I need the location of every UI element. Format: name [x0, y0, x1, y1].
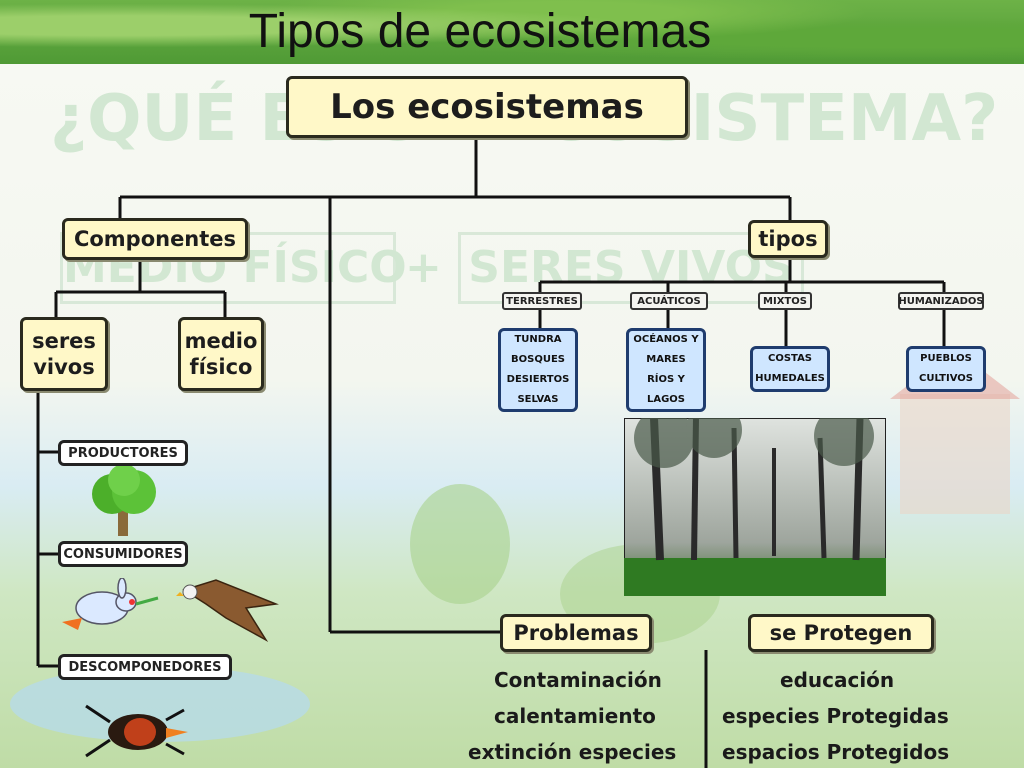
beetle-icon [85, 704, 188, 758]
consumidores-tag: CONSUMIDORES [58, 541, 188, 567]
terrestres-tag: TERRESTRES [502, 292, 582, 310]
root-node: Los ecosistemas [286, 76, 688, 138]
eagle-icon [176, 579, 279, 643]
protege-item: especies Protegidas [722, 704, 949, 728]
protege-item: espacios Protegidos [722, 740, 950, 764]
descomponedores-tag: DESCOMPONEDORES [58, 654, 232, 680]
rabbit-icon [62, 578, 159, 630]
acuaticos-tag: ACUÁTICOS [630, 292, 708, 310]
mixtos-tag: MIXTOS [758, 292, 812, 310]
humanizados-examples: PUEBLOS CULTIVOS [906, 346, 986, 392]
watermark-plus: + [405, 242, 442, 293]
problema-item: extinción especies [468, 740, 677, 764]
concept-map: ¿QUÉ ES UN ECOSISTEMA? MEDIO FÍSICO + SE… [0, 64, 1024, 768]
header-banner [0, 0, 1024, 64]
components-node: Componentes [62, 218, 248, 260]
mixtos-examples: COSTAS HUMEDALES [750, 346, 830, 392]
terrestres-examples: TUNDRA BOSQUES DESIERTOS SELVAS [498, 328, 578, 412]
forest-photo [624, 418, 886, 596]
problema-item: calentamiento [494, 704, 656, 728]
slide-title: Tipos de ecosistemas [248, 5, 712, 58]
productores-tag: PRODUCTORES [58, 440, 188, 466]
protege-item: educación [780, 668, 895, 692]
medio-fisico-node: medio físico [178, 317, 264, 391]
problema-item: Contaminación [494, 668, 662, 692]
tipos-node: tipos [748, 220, 828, 258]
acuaticos-examples: OCÉANOS Y MARES RÍOS Y LAGOS [626, 328, 706, 412]
humanizados-tag: HUMANIZADOS [898, 292, 984, 310]
connector-lines [36, 136, 946, 768]
seres-vivos-node: seres vivos [20, 317, 108, 391]
problemas-node: Problemas [500, 614, 652, 652]
watermark-seres-vivos: SERES VIVOS [458, 232, 804, 304]
tree-icon [92, 466, 156, 536]
se-protegen-node: se Protegen [748, 614, 934, 652]
